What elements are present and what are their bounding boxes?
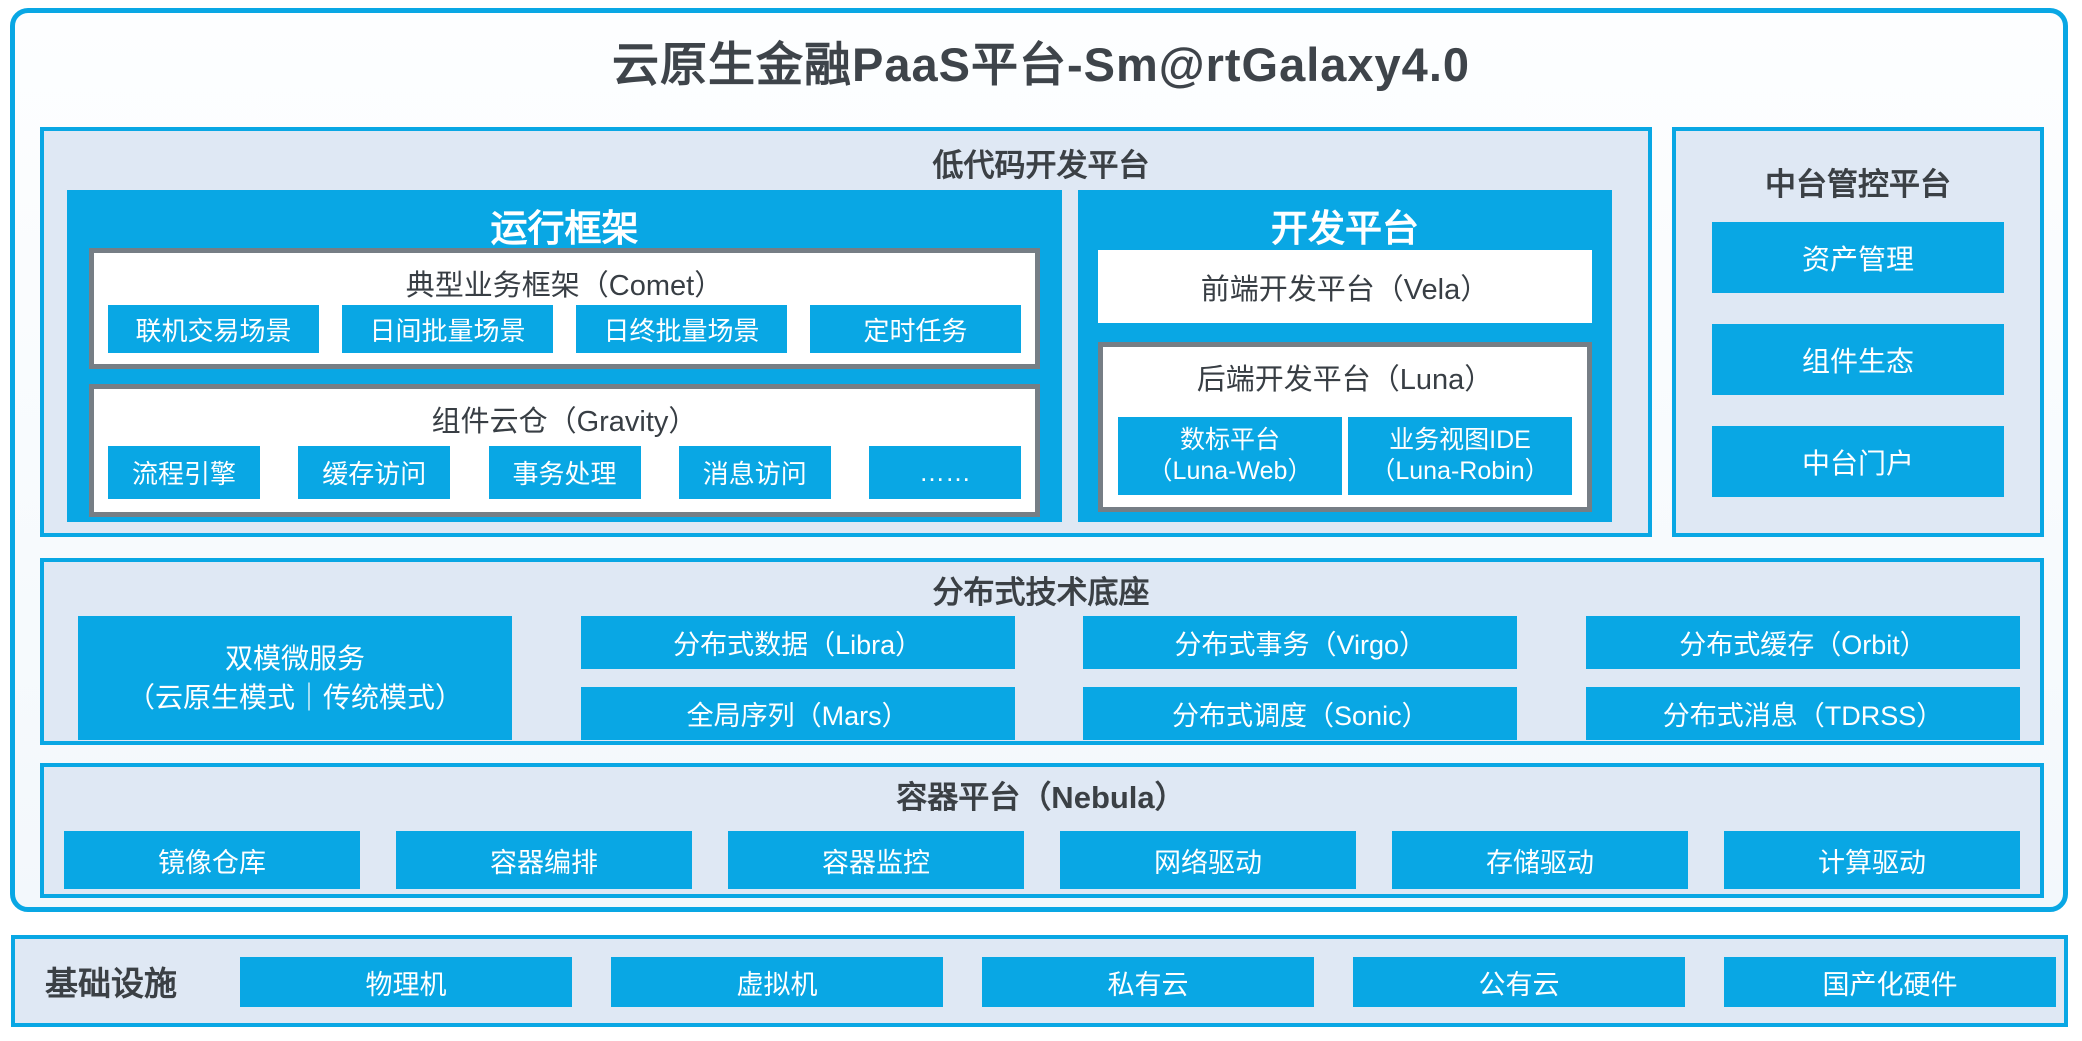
runtime-framework-title: 运行框架 xyxy=(490,208,639,249)
chip-luna-web-line2: （Luna-Web） xyxy=(1147,457,1313,485)
section-lowcode-label: 低代码开发平台 xyxy=(932,148,1150,183)
section-infrastructure: 基础设施 物理机 虚拟机 私有云 公有云 国产化硬件 xyxy=(11,935,2068,1027)
dual-mode-line1: 双模微服务 xyxy=(224,642,365,674)
chip-luna-robin-line1: 业务视图IDE xyxy=(1389,425,1531,454)
chip-scheduled-task: 定时任务 xyxy=(810,305,1021,353)
dual-mode-line2: （云原生模式｜传统模式） xyxy=(126,682,463,713)
section-container-platform: 镜像仓库 容器编排 容器监控 网络驱动 存储驱动 计算驱动 xyxy=(40,763,2044,898)
midplatform-chip-column: 资产管理 组件生态 中台门户 xyxy=(1712,222,2004,497)
box-vela: 前端开发平台（Vela） xyxy=(1098,250,1592,323)
chip-network-driver: 网络驱动 xyxy=(1060,831,1356,889)
chip-domestic-hardware: 国产化硬件 xyxy=(1724,957,2056,1007)
distributed-col-2: 分布式事务（Virgo） 分布式调度（Sonic） xyxy=(1083,616,1518,740)
group-gravity: 组件云仓（Gravity） 流程引擎 缓存访问 事务处理 消息访问 …… xyxy=(89,384,1040,517)
chip-cache-access: 缓存访问 xyxy=(298,446,451,499)
chip-public-cloud: 公有云 xyxy=(1353,957,1685,1007)
chip-message-access: 消息访问 xyxy=(678,446,831,499)
chip-container-orchestration: 容器编排 xyxy=(396,831,692,889)
chip-asset-management: 资产管理 xyxy=(1712,222,2004,293)
chip-distributed-cache-orbit: 分布式缓存（Orbit） xyxy=(1585,616,2020,669)
container-platform-label: 容器平台（Nebula） xyxy=(896,780,1186,815)
chip-physical-machine: 物理机 xyxy=(240,957,572,1007)
midplatform-label: 中台管控平台 xyxy=(1765,167,1951,202)
panel-runtime-framework: 运行框架 典型业务框架（Comet） 联机交易场景 日间批量场景 日终批量场景 … xyxy=(67,190,1062,522)
chip-endofday-batch: 日终批量场景 xyxy=(576,305,787,353)
gravity-title: 组件云仓（Gravity） xyxy=(431,406,698,438)
chip-online-transaction: 联机交易场景 xyxy=(108,305,319,353)
chip-component-ecosystem: 组件生态 xyxy=(1712,324,2004,395)
chip-image-registry: 镜像仓库 xyxy=(64,831,360,889)
chip-distributed-data-libra: 分布式数据（Libra） xyxy=(580,616,1015,669)
chip-transaction-processing: 事务处理 xyxy=(488,446,641,499)
chip-distributed-transaction-virgo: 分布式事务（Virgo） xyxy=(1083,616,1518,669)
distributed-col-3: 分布式缓存（Orbit） 分布式消息（TDRSS） xyxy=(1585,616,2020,740)
dev-platform-title: 开发平台 xyxy=(1271,208,1419,249)
chip-compute-driver: 计算驱动 xyxy=(1724,831,2020,889)
chip-process-engine: 流程引擎 xyxy=(108,446,260,499)
chip-midplatform-portal: 中台门户 xyxy=(1712,426,2004,497)
chip-luna-robin: 业务视图IDE （Luna-Robin） xyxy=(1348,417,1572,495)
luna-chip-row: 数标平台 （Luna-Web） 业务视图IDE （Luna-Robin） xyxy=(1118,417,1572,495)
chip-dual-mode-microservices: 双模微服务 （云原生模式｜传统模式） xyxy=(78,616,512,740)
chip-container-monitoring: 容器监控 xyxy=(728,831,1024,889)
container-chip-row: 镜像仓库 容器编排 容器监控 网络驱动 存储驱动 计算驱动 xyxy=(64,831,2020,889)
chip-luna-web: 数标平台 （Luna-Web） xyxy=(1118,417,1342,495)
chip-private-cloud: 私有云 xyxy=(982,957,1314,1007)
chip-distributed-messaging-tdrss: 分布式消息（TDRSS） xyxy=(1585,687,2020,740)
infrastructure-chip-row: 物理机 虚拟机 私有云 公有云 国产化硬件 xyxy=(240,957,2056,1007)
distributed-col-1: 分布式数据（Libra） 全局序列（Mars） xyxy=(580,616,1015,740)
gravity-chip-row: 流程引擎 缓存访问 事务处理 消息访问 …… xyxy=(108,446,1021,499)
infrastructure-label: 基础设施 xyxy=(45,965,177,1002)
page-title: 云原生金融PaaS平台-Sm@rtGalaxy4.0 xyxy=(611,38,1471,91)
distributed-grid: 双模微服务 （云原生模式｜传统模式） 分布式数据（Libra） 全局序列（Mar… xyxy=(78,616,2020,740)
comet-chip-row: 联机交易场景 日间批量场景 日终批量场景 定时任务 xyxy=(108,305,1021,353)
section-distributed-base: 双模微服务 （云原生模式｜传统模式） 分布式数据（Libra） 全局序列（Mar… xyxy=(40,558,2044,745)
chip-ellipsis: …… xyxy=(869,446,1021,499)
distributed-base-label: 分布式技术底座 xyxy=(932,575,1150,610)
chip-daytime-batch: 日间批量场景 xyxy=(342,305,553,353)
chip-distributed-scheduling-sonic: 分布式调度（Sonic） xyxy=(1083,687,1518,740)
chip-luna-robin-line2: （Luna-Robin） xyxy=(1370,457,1550,485)
group-luna: 后端开发平台（Luna） 数标平台 （Luna-Web） 业务视图IDE （Lu… xyxy=(1098,342,1592,512)
comet-title: 典型业务框架（Comet） xyxy=(405,270,724,302)
chip-global-sequence-mars: 全局序列（Mars） xyxy=(580,687,1015,740)
chip-virtual-machine: 虚拟机 xyxy=(611,957,943,1007)
panel-dev-platform: 开发平台 前端开发平台（Vela） 后端开发平台（Luna） 数标平台 （Lun… xyxy=(1078,190,1612,522)
section-midplatform: 中台管控平台 资产管理 组件生态 中台门户 xyxy=(1672,127,2044,537)
chip-luna-web-line1: 数标平台 xyxy=(1179,425,1280,454)
chip-storage-driver: 存储驱动 xyxy=(1392,831,1688,889)
luna-title: 后端开发平台（Luna） xyxy=(1196,364,1494,396)
group-comet: 典型业务框架（Comet） 联机交易场景 日间批量场景 日终批量场景 定时任务 xyxy=(89,248,1040,369)
